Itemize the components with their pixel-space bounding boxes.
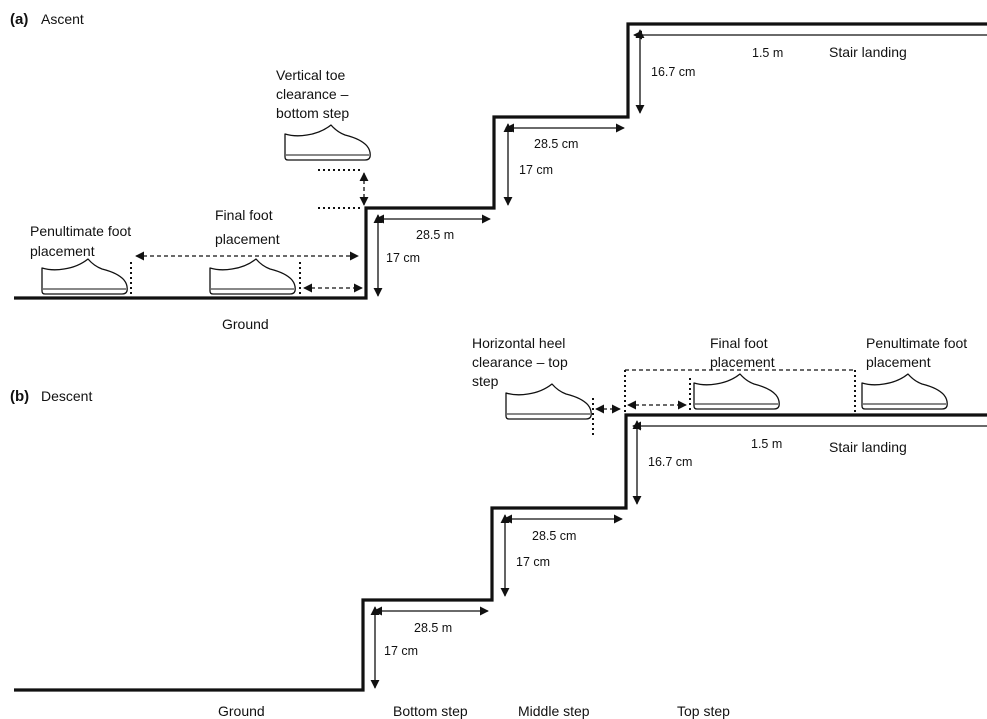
middle-tread-label: 28.5 cm <box>534 137 578 151</box>
svg-text:Penultimate foot: Penultimate foot <box>866 335 967 351</box>
penultimate-foot-label: Penultimate foot placement <box>30 223 131 259</box>
final-foot-label: Final foot placement <box>215 207 280 247</box>
panel-b-letter: (b) <box>10 388 29 405</box>
svg-text:bottom step: bottom step <box>276 105 349 121</box>
svg-text:Final foot: Final foot <box>710 335 768 351</box>
panel-a-title: Ascent <box>41 11 84 27</box>
svg-text:clearance –: clearance – <box>276 86 349 102</box>
panel-b-descent: (b) Descent 1.5 m Stair landing 16.7 cm … <box>10 335 987 719</box>
svg-text:placement: placement <box>866 354 931 370</box>
top-riser-label: 16.7 cm <box>651 65 695 79</box>
bottom-riser-label: 17 cm <box>386 251 420 265</box>
svg-text:placement: placement <box>710 354 775 370</box>
descent-ground-label: Ground <box>218 703 265 719</box>
panel-a-ascent: (a) Ascent 1.5 m Stair landing 16.7 cm 2… <box>10 11 987 332</box>
svg-text:Horizontal heel: Horizontal heel <box>472 335 565 351</box>
panel-a-letter: (a) <box>10 11 28 28</box>
descent-final-foot-label: Final foot placement <box>710 335 775 370</box>
descent-middle-tread-label: 28.5 cm <box>532 529 576 543</box>
final-shoe-icon <box>209 258 296 295</box>
middle-step-label: Middle step <box>518 703 590 719</box>
penultimate-shoe-icon <box>41 258 128 295</box>
descent-top-riser-label: 16.7 cm <box>648 455 692 469</box>
svg-text:clearance – top: clearance – top <box>472 354 568 370</box>
ascent-ground-label: Ground <box>222 316 269 332</box>
descent-landing-length-label: 1.5 m <box>751 437 782 451</box>
stair-landing-label: Stair landing <box>829 44 907 60</box>
svg-text:placement: placement <box>215 231 280 247</box>
descent-bottom-tread-label: 28.5 m <box>414 621 452 635</box>
panel-b-title: Descent <box>41 388 92 404</box>
descent-bottom-riser-label: 17 cm <box>384 644 418 658</box>
descent-final-shoe-icon <box>693 373 780 410</box>
descent-penultimate-foot-label: Penultimate foot placement <box>866 335 967 370</box>
heel-clearance-shoe-icon <box>505 383 592 420</box>
svg-text:placement: placement <box>30 243 95 259</box>
ascent-staircase <box>14 22 987 300</box>
svg-text:Final foot: Final foot <box>215 207 273 223</box>
svg-text:step: step <box>472 373 499 389</box>
descent-penultimate-shoe-icon <box>861 373 948 410</box>
descent-middle-riser-label: 17 cm <box>516 555 550 569</box>
bottom-step-label: Bottom step <box>393 703 468 719</box>
descent-staircase <box>14 413 987 692</box>
svg-text:Penultimate foot: Penultimate foot <box>30 223 131 239</box>
bottom-tread-label: 28.5 m <box>416 228 454 242</box>
descent-stair-landing-label: Stair landing <box>829 439 907 455</box>
svg-text:Vertical toe: Vertical toe <box>276 67 345 83</box>
horizontal-heel-clearance-label: Horizontal heel clearance – top step <box>472 335 568 389</box>
vertical-toe-clearance-label: Vertical toe clearance – bottom step <box>276 67 349 121</box>
middle-riser-label: 17 cm <box>519 163 553 177</box>
toe-clearance-shoe-icon <box>284 124 371 161</box>
top-step-label: Top step <box>677 703 730 719</box>
landing-length-label: 1.5 m <box>752 46 783 60</box>
